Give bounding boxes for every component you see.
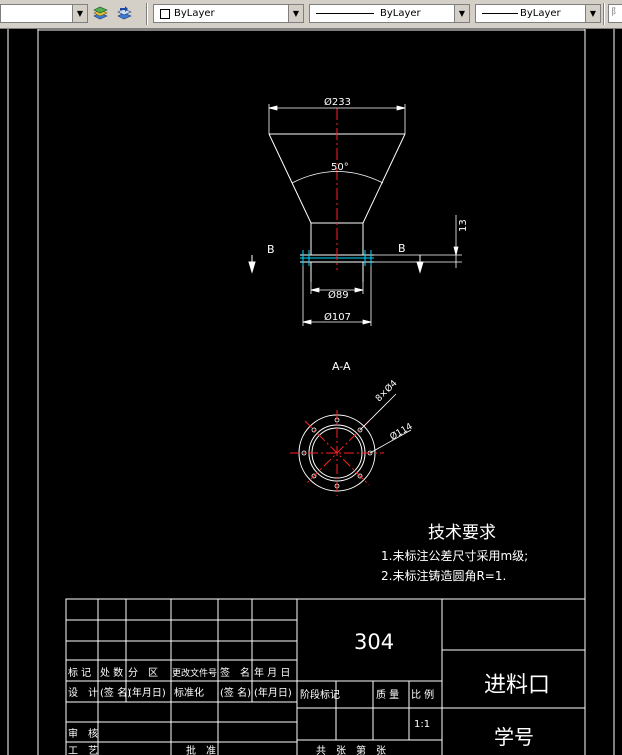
lineweight-sample-icon: [482, 13, 518, 14]
section-label-right: B: [398, 242, 406, 255]
dim-hole-leader: [359, 393, 412, 454]
cell-review: 审 核: [68, 727, 98, 740]
plotstyle-combo[interactable]: 阝: [608, 4, 622, 23]
section-marker-right: [416, 255, 424, 274]
cell-stage-mark: 阶段标记: [300, 688, 340, 701]
title-block-row-mark: 标 记 处 数 分 区 更改文件号 签 名 年 月 日: [68, 666, 290, 679]
lineweight-combo[interactable]: ByLayer ▼: [475, 4, 601, 23]
material-label: 304: [354, 630, 394, 654]
toolbar-separator: [603, 3, 605, 25]
tech-req-line2: 2.未标注铸造圆角R=1.: [381, 568, 506, 583]
chevron-down-icon[interactable]: ▼: [454, 5, 469, 22]
linetype-combo-label: ByLayer: [380, 8, 421, 19]
title-block-row-design: 设 计 (签 名) (年月日) 标准化 (签 名) (年月日): [68, 686, 292, 699]
layer-previous-icon[interactable]: [116, 5, 133, 22]
dim-233-label: Ø233: [324, 96, 351, 108]
cell-sign: 签 名: [220, 666, 250, 679]
cell-date: 年 月 日: [254, 666, 290, 679]
cell-design: 设 计: [68, 686, 98, 699]
dim-233: [268, 104, 406, 134]
drawing-canvas[interactable]: Ø233 50° 13 B B Ø89: [0, 29, 622, 755]
student-id-label: 学号: [494, 725, 534, 749]
cell-design-sign: (签 名): [100, 686, 131, 699]
cell-count: 处 数: [100, 666, 123, 679]
cell-approve: 批 准: [186, 744, 216, 755]
part-name-label: 进料口: [484, 673, 550, 698]
section-marker-left: [248, 255, 256, 274]
properties-toolbar: ▼ ByLayer ▼ ByLayer ▼ ByLayer ▼ 阝: [0, 0, 622, 29]
cell-standard-date: (年月日): [254, 686, 292, 699]
lineweight-combo-label: ByLayer: [520, 8, 561, 19]
dim-angle-label: 50°: [331, 162, 349, 173]
dim-holes-label: 8×Ø4: [373, 378, 399, 404]
color-swatch-icon: [160, 9, 170, 19]
dim-angle-arc: [291, 171, 384, 184]
cell-standard-sign: (签 名): [220, 686, 251, 699]
tech-req-title: 技术要求: [428, 523, 496, 543]
dim-107-label: Ø107: [324, 311, 351, 323]
drawing-svg[interactable]: Ø233 50° 13 B B Ø89: [0, 29, 622, 755]
layer-combo[interactable]: ▼: [0, 4, 88, 23]
plotstyle-combo-label: 阝: [611, 8, 621, 18]
toolbar-separator: [146, 3, 148, 25]
chevron-down-icon[interactable]: ▼: [72, 5, 87, 22]
title-block: [65, 598, 586, 755]
section-view-title: A-A: [332, 360, 351, 373]
chevron-down-icon[interactable]: ▼: [585, 5, 600, 22]
cell-sheet-count: 共 张 第 张: [316, 744, 386, 755]
linetype-combo[interactable]: ByLayer ▼: [309, 4, 470, 23]
cell-process: 工 艺: [68, 745, 98, 755]
cell-scale-value: 1:1: [414, 719, 430, 730]
cell-design-date: (年月日): [128, 686, 166, 699]
color-combo-label: ByLayer: [174, 8, 215, 19]
cell-change-doc: 更改文件号: [172, 667, 217, 679]
cell-zone: 分 区: [128, 667, 158, 679]
chevron-down-icon[interactable]: ▼: [288, 5, 303, 22]
cell-weight: 质 量: [376, 689, 399, 701]
dim-89: [310, 282, 364, 294]
cell-mark: 标 记: [68, 667, 91, 679]
tech-req-line1: 1.未标注公差尺寸采用m级;: [381, 548, 528, 563]
section-label-left: B: [267, 243, 275, 256]
layer-stack-icon[interactable]: [92, 5, 109, 22]
dim-13-label: 13: [458, 219, 469, 232]
color-combo[interactable]: ByLayer ▼: [153, 4, 304, 23]
cell-scale: 比 例: [411, 688, 434, 701]
section-center-lines: [290, 410, 384, 496]
linetype-sample-icon: [316, 13, 374, 14]
dim-89-label: Ø89: [328, 289, 349, 301]
dim-114-label: Ø114: [388, 421, 415, 443]
cell-standard: 标准化: [174, 686, 204, 699]
dim-13: [374, 215, 462, 268]
dim-107: [302, 266, 372, 326]
